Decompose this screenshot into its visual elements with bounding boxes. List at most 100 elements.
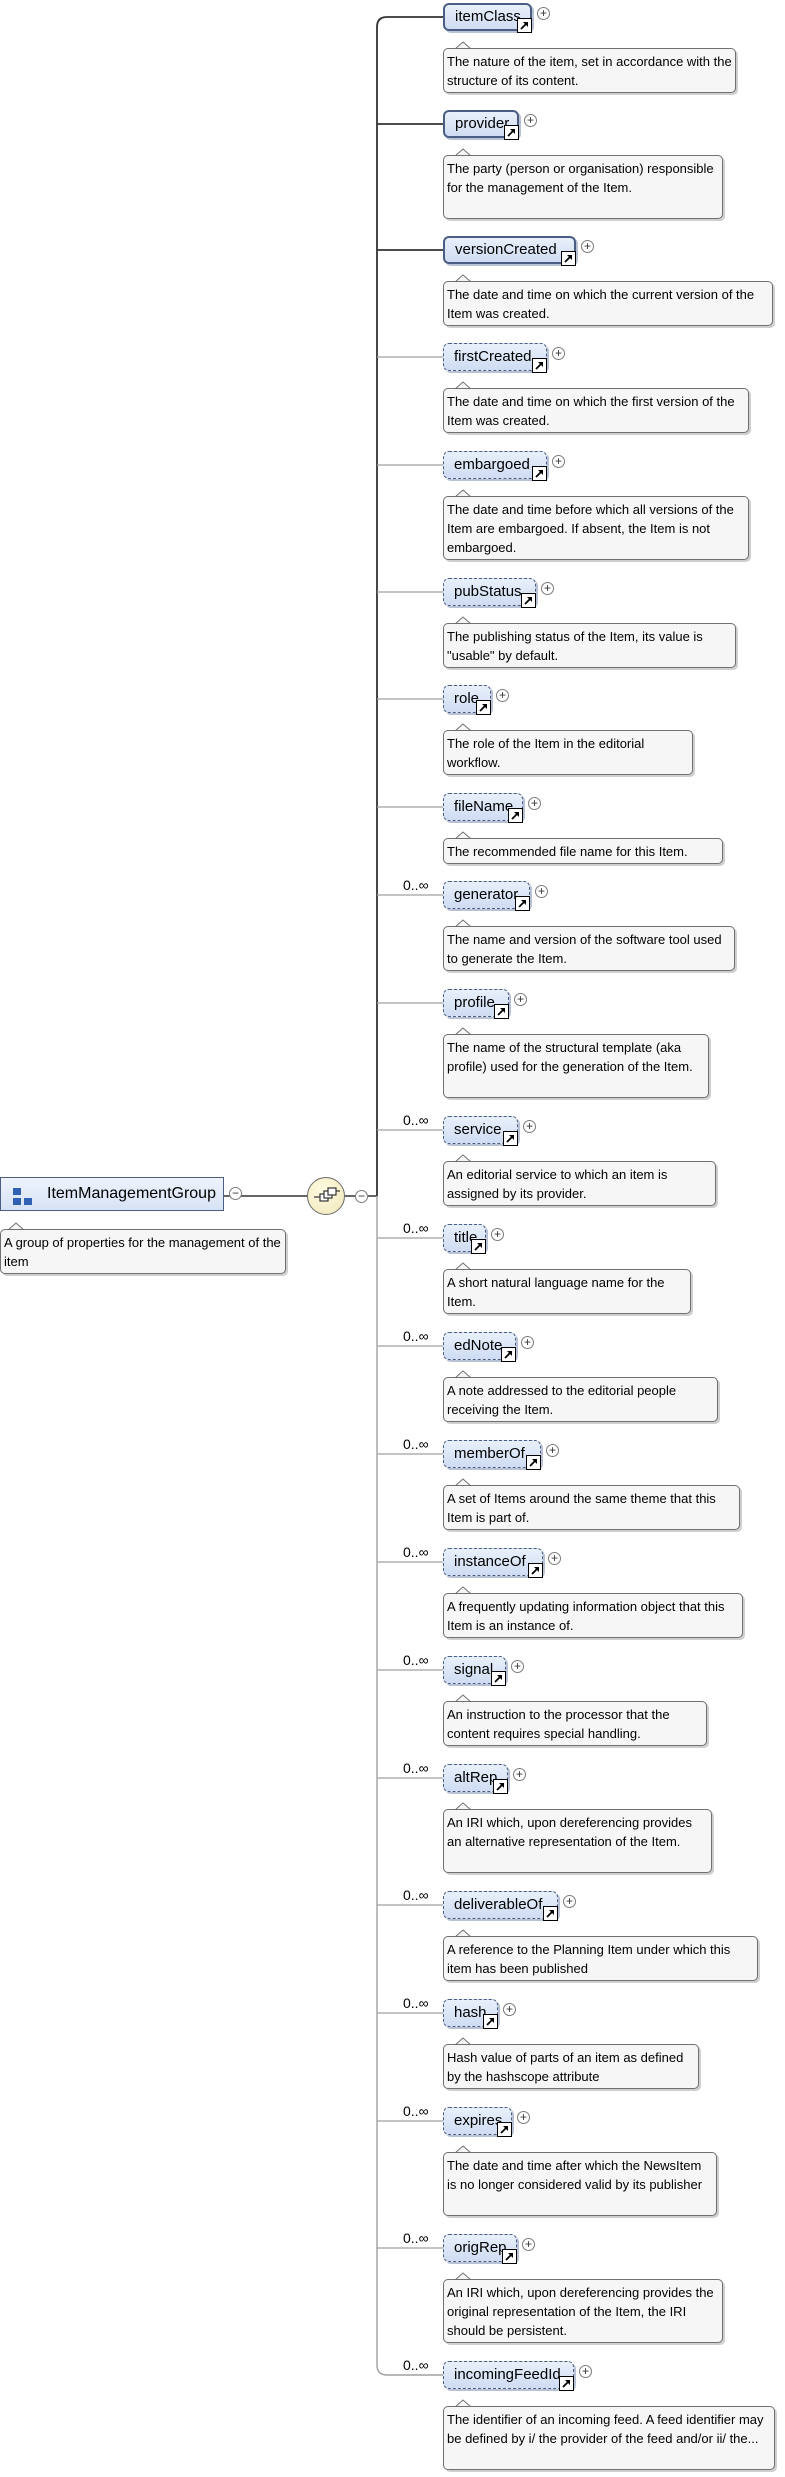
reference-arrow-icon[interactable] [471,1239,486,1254]
group-icon [13,1186,33,1218]
plus-icon[interactable]: + [537,7,550,20]
plus-icon[interactable]: + [546,1444,559,1457]
reference-arrow-icon[interactable] [497,2122,512,2137]
connector-line [454,41,472,50]
minus-icon[interactable]: − [229,1187,242,1200]
element-name: versionCreated [455,241,557,258]
sequence-compositor-icon[interactable] [307,1177,345,1215]
element-doc: A short natural language name for the It… [443,1269,691,1314]
element-name: signal [454,1661,494,1678]
group-element[interactable]: ItemManagementGroup [0,1177,224,1211]
reference-arrow-icon[interactable] [494,1004,509,1019]
cardinality-label: 0..∞ [403,1112,429,1128]
reference-arrow-icon[interactable] [526,1455,541,1470]
reference-arrow-icon[interactable] [491,1671,506,1686]
element-name: origRep [454,2239,507,2256]
connector-line [454,1694,472,1703]
element-name: altRep [454,1769,498,1786]
reference-arrow-icon[interactable] [561,251,576,266]
element-name: provider [455,115,510,132]
cardinality-label: 0..∞ [403,1436,429,1452]
reference-arrow-icon[interactable] [532,358,547,373]
reference-arrow-icon[interactable] [501,1347,516,1362]
element-name: itemClass [455,8,521,25]
element-instanceOf[interactable]: instanceOf [443,1548,543,1576]
cardinality-label: 0..∞ [403,1220,429,1236]
reference-arrow-icon[interactable] [483,2014,498,2029]
reference-arrow-icon[interactable] [559,2376,574,2391]
plus-icon[interactable]: + [523,1120,536,1133]
connector-line [454,1929,472,1938]
reference-arrow-icon[interactable] [528,1563,543,1578]
reference-arrow-icon[interactable] [515,896,530,911]
element-name: incomingFeedId [454,2366,561,2383]
reference-arrow-icon[interactable] [476,700,491,715]
reference-arrow-icon[interactable] [493,1779,508,1794]
element-memberOf[interactable]: memberOf [443,1440,541,1468]
element-doc: The role of the Item in the editorial wo… [443,730,693,775]
plus-icon[interactable]: + [496,689,509,702]
connector-line [454,1802,472,1811]
element-embargoed[interactable]: embargoed [443,451,547,479]
plus-icon[interactable]: + [517,2111,530,2124]
connector-line [454,1478,472,1487]
element-pubStatus[interactable]: pubStatus [443,578,536,606]
element-deliverableOf[interactable]: deliverableOf [443,1891,558,1919]
minus-icon[interactable]: − [355,1190,368,1203]
plus-icon[interactable]: + [521,1336,534,1349]
element-fileName[interactable]: fileName [443,793,523,821]
element-signal[interactable]: signal [443,1656,506,1684]
element-firstCreated[interactable]: firstCreated [443,343,547,371]
element-name: firstCreated [454,348,532,365]
plus-icon[interactable]: + [524,114,537,127]
element-name: service [454,1121,502,1138]
connector-line [454,2145,472,2154]
plus-icon[interactable]: + [503,2003,516,2016]
plus-icon[interactable]: + [511,1660,524,1673]
cardinality-label: 0..∞ [403,2103,429,2119]
plus-icon[interactable]: + [513,1768,526,1781]
plus-icon[interactable]: + [491,1228,504,1241]
cardinality-label: 0..∞ [403,2230,429,2246]
plus-icon[interactable]: + [528,797,541,810]
connector-line [454,1154,472,1163]
plus-icon[interactable]: + [581,240,594,253]
element-versionCreated[interactable]: versionCreated [443,236,576,264]
plus-icon[interactable]: + [522,2238,535,2251]
plus-icon[interactable]: + [535,885,548,898]
reference-arrow-icon[interactable] [517,18,532,33]
element-name: edNote [454,1337,503,1354]
reference-arrow-icon[interactable] [521,593,536,608]
plus-icon[interactable]: + [541,582,554,595]
element-incomingFeedId[interactable]: incomingFeedId [443,2361,574,2389]
element-doc: Hash value of parts of an item as define… [443,2044,699,2089]
connector-line [454,2037,472,2046]
reference-arrow-icon[interactable] [503,1131,518,1146]
reference-arrow-icon[interactable] [504,125,519,140]
reference-arrow-icon[interactable] [508,808,523,823]
connector-line [454,616,472,625]
plus-icon[interactable]: + [563,1895,576,1908]
plus-icon[interactable]: + [552,455,565,468]
cardinality-label: 0..∞ [403,877,429,893]
plus-icon[interactable]: + [548,1552,561,1565]
plus-icon[interactable]: + [552,347,565,360]
reference-arrow-icon[interactable] [543,1906,558,1921]
plus-icon[interactable]: + [579,2365,592,2378]
cardinality-label: 0..∞ [403,1652,429,1668]
cardinality-label: 0..∞ [403,2357,429,2373]
group-name: ItemManagementGroup [47,1185,216,1202]
plus-icon[interactable]: + [514,993,527,1006]
reference-arrow-icon[interactable] [502,2249,517,2264]
element-name: profile [454,994,495,1011]
connector-line [454,723,472,732]
connector-line [454,2399,472,2408]
connector-line [454,1370,472,1379]
element-name: expires [454,2112,503,2129]
group-doc: A group of properties for the management… [0,1229,286,1274]
element-edNote[interactable]: edNote [443,1332,516,1360]
connector-line [454,2272,472,2281]
cardinality-label: 0..∞ [403,1544,429,1560]
reference-arrow-icon[interactable] [532,466,547,481]
connector-line [454,831,472,840]
